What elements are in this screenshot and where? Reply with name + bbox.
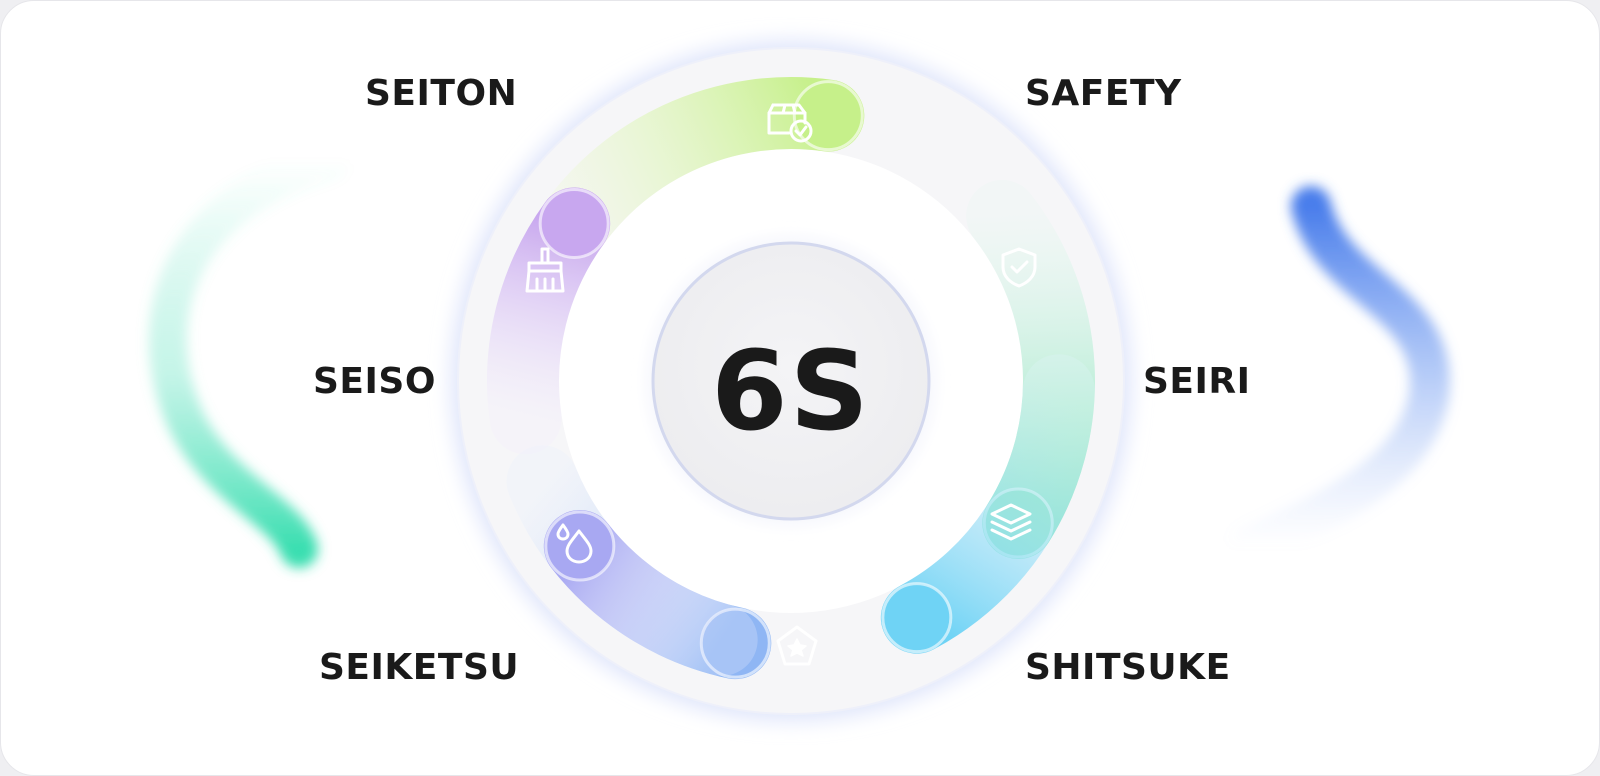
label-shitsuke: SHITSUKE bbox=[1025, 647, 1231, 688]
decorative-ribbon-right bbox=[1229, 186, 1450, 566]
icons bbox=[525, 103, 1037, 666]
water-drops-icon bbox=[556, 523, 593, 564]
label-safety: SAFETY bbox=[1025, 73, 1182, 114]
center-title: 6S bbox=[711, 327, 871, 455]
label-seiketsu: SEIKETSU bbox=[319, 647, 520, 688]
segment-head-seiso bbox=[538, 187, 610, 259]
segment-head-seiketsu bbox=[544, 510, 616, 582]
label-seiso: SEISO bbox=[313, 361, 436, 402]
segment-seiri bbox=[880, 354, 1095, 654]
box-check-icon bbox=[767, 103, 813, 143]
segment-head-seiri bbox=[881, 582, 953, 654]
label-seiton: SEITON bbox=[365, 73, 518, 114]
decorative-ribbon-left bbox=[148, 142, 350, 568]
pentagon-star-icon bbox=[776, 625, 818, 666]
label-seiri: SEIRI bbox=[1143, 361, 1251, 402]
layers-icon bbox=[990, 503, 1032, 541]
shield-check-icon bbox=[1001, 247, 1037, 288]
broom-icon bbox=[525, 247, 565, 293]
center-circle bbox=[651, 241, 931, 521]
